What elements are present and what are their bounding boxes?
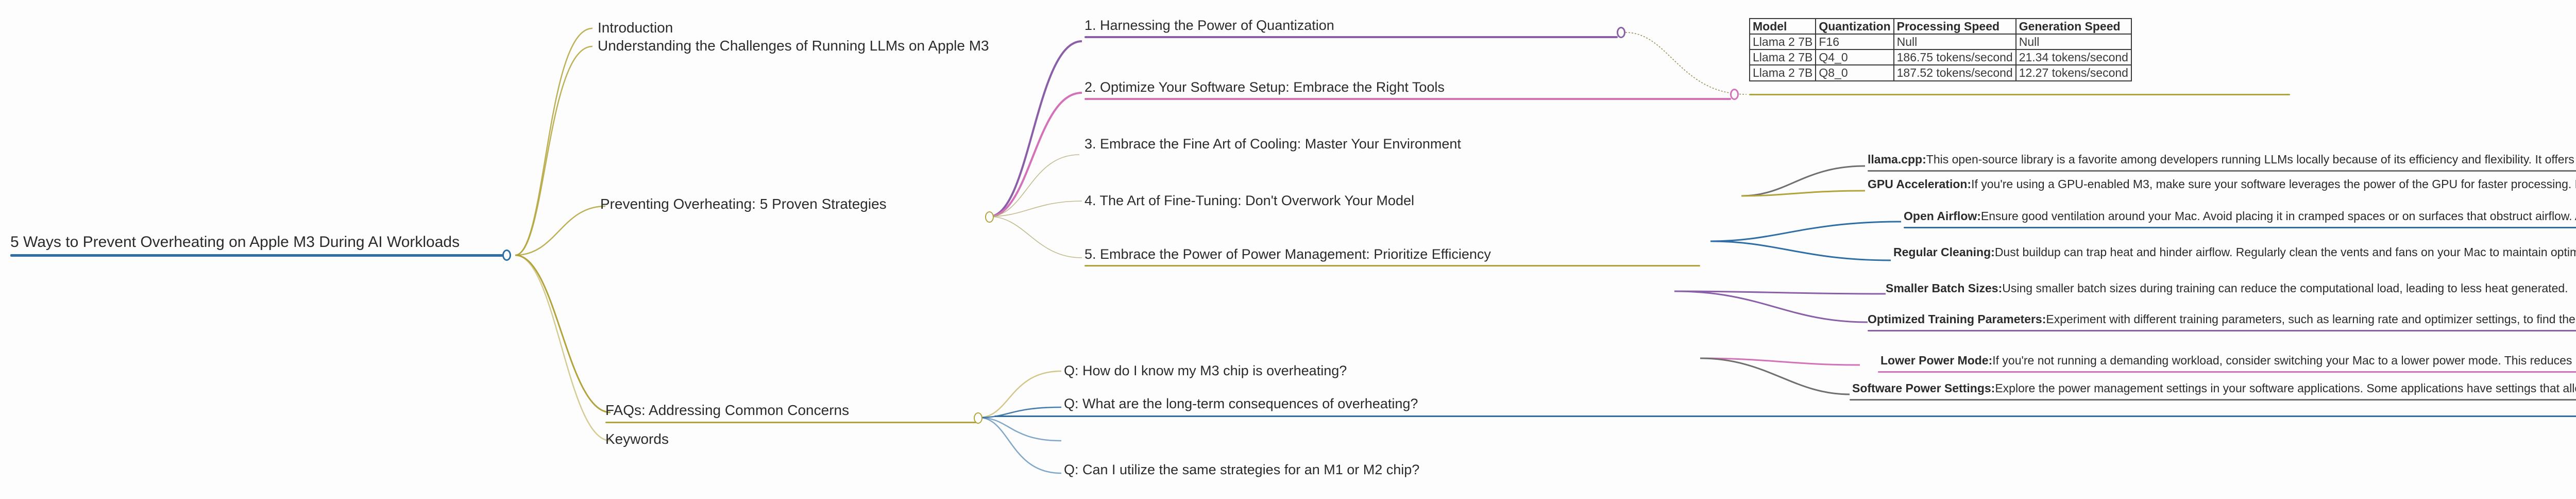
strategy-5-underline [1084,265,1700,267]
strategy-1-label: 1. Harnessing the Power of Quantization [1084,18,1334,33]
detail-llama-cpp-underline [1868,170,2576,172]
table-header-generation-speed: Generation Speed [2015,18,2132,35]
faq-question-3[interactable]: Q: Can I utilize the same strategies for… [1064,463,1419,477]
branch-keywords-label: Keywords [605,431,669,447]
root-node[interactable]: 5 Ways to Prevent Overheating on Apple M… [10,235,460,250]
cell-quantization: Q8_0 [1815,64,1894,81]
cell-quantization: Q4_0 [1815,49,1894,66]
branch-faqs[interactable]: FAQs: Addressing Common Concerns [605,403,849,418]
detail-gpu-acceleration[interactable]: GPU Acceleration: If you're using a GPU-… [1868,178,2576,190]
faq-question-1[interactable]: Q: How do I know my M3 chip is overheati… [1064,364,1347,378]
strategy-1-underline [1084,36,1618,38]
detail-regular-cleaning-lead: Regular Cleaning: [1893,245,1995,259]
table-header-row: Model Quantization Processing Speed Gene… [1749,18,2132,35]
branch-keywords[interactable]: Keywords [605,432,669,446]
branch-strategies-label: Preventing Overheating: 5 Proven Strateg… [600,196,887,212]
faq-question-2-underline [994,415,2576,417]
strategy-1-connector-dot[interactable] [1617,27,1625,38]
root-underline [10,254,505,257]
detail-lower-power-mode[interactable]: Lower Power Mode: If you're not running … [1880,355,2576,367]
table-header-processing-speed: Processing Speed [1893,18,2016,35]
detail-regular-cleaning[interactable]: Regular Cleaning: Dust buildup can trap … [1893,246,2576,258]
detail-open-airflow-lead: Open Airflow: [1904,209,1981,223]
detail-open-airflow[interactable]: Open Airflow: Ensure good ventilation ar… [1904,210,2576,222]
detail-software-power-settings[interactable]: Software Power Settings: Explore the pow… [1852,382,2576,394]
branch-faqs-label: FAQs: Addressing Common Concerns [605,402,850,418]
detail-optimized-training-parameters[interactable]: Optimized Training Parameters: Experimen… [1868,313,2576,325]
strategy-3-label: 3. Embrace the Fine Art of Cooling: Mast… [1084,136,1461,152]
strategy-4[interactable]: 4. The Art of Fine-Tuning: Don't Overwor… [1084,194,1414,208]
table-header-model: Model [1749,18,1817,35]
strategy-2-label: 2. Optimize Your Software Setup: Embrace… [1084,79,1445,95]
root-label: 5 Ways to Prevent Overheating on Apple M… [10,234,460,251]
branch-strategies[interactable]: Preventing Overheating: 5 Proven Strateg… [600,197,887,211]
strategies-connector-dot[interactable] [985,211,994,223]
table-row: Llama 2 7B F16 Null Null [1749,34,2132,51]
detail-llama-cpp-body: This open-source library is a favorite a… [1926,153,2576,166]
strategy-2-underline [1084,98,1731,100]
detail-lower-power-mode-body: If you're not running a demanding worklo… [1992,354,2576,367]
detail-lower-power-mode-lead: Lower Power Mode: [1880,354,1993,367]
table-header-quantization: Quantization [1815,18,1894,35]
faqs-connector-dot[interactable] [974,412,982,424]
branch-challenges-label: Understanding the Challenges of Running … [598,38,989,54]
cell-processing-speed: 187.52 tokens/second [1893,64,2016,81]
detail-open-airflow-body: Ensure good ventilation around your Mac.… [1980,209,2576,223]
detail-gpu-acceleration-body: If you're using a GPU-enabled M3, make s… [1971,177,2576,191]
detail-llama-cpp-lead: llama.cpp: [1868,153,1926,166]
cell-generation-speed: 21.34 tokens/second [2015,49,2132,66]
faqs-underline [605,422,976,423]
table-row: Llama 2 7B Q8_0 187.52 tokens/second 12.… [1749,64,2132,81]
branch-introduction-label: Introduction [598,20,673,36]
detail-smaller-batch-sizes[interactable]: Smaller Batch Sizes: Using smaller batch… [1886,282,2568,294]
cell-model: Llama 2 7B [1749,34,1817,51]
detail-open-airflow-underline [1904,227,2576,228]
faq-question-2-label: Q: What are the long-term consequences o… [1064,396,1418,411]
strategy-2[interactable]: 2. Optimize Your Software Setup: Embrace… [1084,80,1445,94]
cell-processing-speed: 186.75 tokens/second [1893,49,2016,66]
detail-regular-cleaning-body: Dust buildup can trap heat and hinder ai… [1994,245,2576,259]
root-connector-dot[interactable] [502,250,511,261]
faq-question-2[interactable]: Q: What are the long-term consequences o… [1064,397,1418,411]
detail-lower-power-mode-underline [1878,371,2576,373]
strategy-5[interactable]: 5. Embrace the Power of Power Management… [1084,247,1491,261]
detail-smaller-batch-sizes-lead: Smaller Batch Sizes: [1886,281,2003,295]
strategy-3[interactable]: 3. Embrace the Fine Art of Cooling: Mast… [1084,137,1461,151]
strategy-2-connector-dot[interactable] [1730,89,1739,100]
strategy-4-label: 4. The Art of Fine-Tuning: Don't Overwor… [1084,193,1414,208]
cell-generation-speed: Null [2015,34,2132,51]
cell-quantization: F16 [1815,34,1894,51]
detail-llama-cpp[interactable]: llama.cpp: This open-source library is a… [1868,154,2576,165]
table-row: Llama 2 7B Q4_0 186.75 tokens/second 21.… [1749,49,2132,66]
faq-question-1-label: Q: How do I know my M3 chip is overheati… [1064,363,1347,378]
faq-question-3-label: Q: Can I utilize the same strategies for… [1064,462,1420,477]
detail-optimized-training-parameters-body: Experiment with different training param… [2046,312,2576,326]
cell-model: Llama 2 7B [1749,49,1817,66]
strategy-1[interactable]: 1. Harnessing the Power of Quantization [1084,19,1334,32]
table-underline [1749,94,2290,95]
detail-optimized-training-parameters-lead: Optimized Training Parameters: [1868,312,2046,326]
cell-generation-speed: 12.27 tokens/second [2015,64,2132,81]
detail-gpu-acceleration-lead: GPU Acceleration: [1868,177,1972,191]
branch-challenges[interactable]: Understanding the Challenges of Running … [598,39,989,53]
strategy-5-label: 5. Embrace the Power of Power Management… [1084,246,1491,262]
performance-table[interactable]: Model Quantization Processing Speed Gene… [1749,18,2132,81]
detail-software-power-settings-body: Explore the power management settings in… [1995,381,2576,395]
detail-optimized-training-underline [1868,330,2576,331]
detail-software-power-settings-lead: Software Power Settings: [1852,381,1995,395]
cell-processing-speed: Null [1893,34,2016,51]
cell-model: Llama 2 7B [1749,64,1817,81]
branch-introduction[interactable]: Introduction [598,21,673,35]
detail-software-power-settings-underline [1850,399,2576,401]
detail-smaller-batch-sizes-body: Using smaller batch sizes during trainin… [2002,281,2568,295]
